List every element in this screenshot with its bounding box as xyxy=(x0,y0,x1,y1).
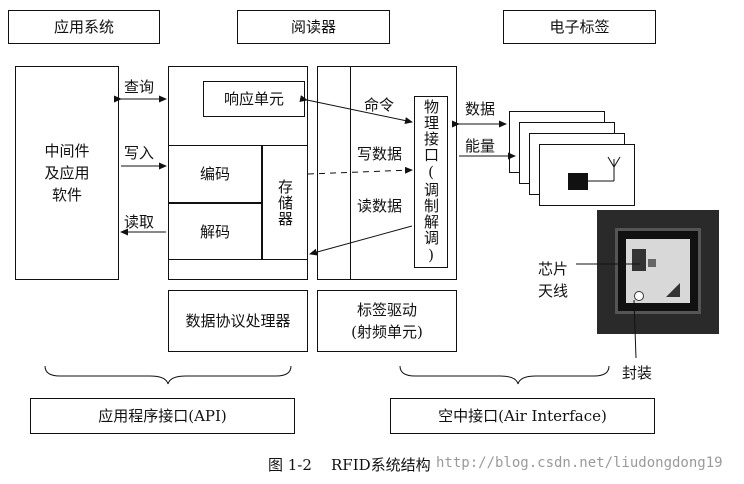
read-label: 读取 xyxy=(124,213,155,231)
header-tag: 电子标签 xyxy=(503,10,656,44)
driver-label-box: 标签驱动 (射频单元) xyxy=(317,290,457,352)
encode-box: 编码 xyxy=(168,145,262,203)
antenna-icon xyxy=(588,156,621,182)
header-reader: 阅读器 xyxy=(237,10,390,44)
storage-box: 存储器 xyxy=(262,145,308,260)
air-brace xyxy=(399,365,610,385)
physical-interface-box: 物理接口(调制解调) xyxy=(414,96,448,268)
watermark: http://blog.csdn.net/liudongdong19 xyxy=(436,455,723,471)
energy-label: 能量 xyxy=(465,137,496,155)
rfid-tag-photo xyxy=(597,210,719,334)
read-data-label: 读数据 xyxy=(357,197,403,215)
physical-interface-text: 物理接口(调制解调) xyxy=(422,99,440,265)
tag-inlay xyxy=(626,239,690,303)
figure-caption: 图 1-2 RFID系统结构 xyxy=(268,456,431,474)
antenna-corner xyxy=(666,283,680,297)
api-interface-text: 应用程序接口(API) xyxy=(98,407,227,425)
api-interface-box: 应用程序接口(API) xyxy=(30,398,295,434)
air-interface-box: 空中接口(Air Interface) xyxy=(390,398,655,434)
chip-pad xyxy=(648,259,656,267)
tag-card-front xyxy=(539,144,635,206)
header-app-system: 应用系统 xyxy=(8,10,160,44)
processor-label-text: 数据协议处理器 xyxy=(185,312,291,330)
read-data-arrow xyxy=(309,225,413,256)
middleware-box: 中间件 及应用 软件 xyxy=(15,66,119,280)
air-interface-text: 空中接口(Air Interface) xyxy=(438,407,607,425)
chip-antenna-label: 芯片 天线 xyxy=(538,260,569,300)
command-arrow xyxy=(299,95,413,124)
storage-text: 存储器 xyxy=(276,178,294,227)
encode-text: 编码 xyxy=(199,165,230,183)
chip-die xyxy=(632,249,646,271)
chip-icon xyxy=(568,173,588,190)
header-reader-text: 阅读器 xyxy=(290,18,336,36)
processor-label-box: 数据协议处理器 xyxy=(168,290,308,352)
header-tag-text: 电子标签 xyxy=(549,18,610,36)
driver-label-text: 标签驱动 (射频单元) xyxy=(351,301,423,341)
data-label: 数据 xyxy=(465,100,496,118)
api-brace xyxy=(44,365,292,385)
response-unit-text: 响应单元 xyxy=(223,90,284,108)
write-data-label: 写数据 xyxy=(357,145,403,163)
write-label: 写入 xyxy=(124,144,155,162)
decode-text: 解码 xyxy=(199,222,230,241)
middleware-text: 中间件 及应用 软件 xyxy=(44,142,90,204)
write-data-arrow xyxy=(307,166,413,175)
header-app-system-text: 应用系统 xyxy=(53,18,114,36)
response-unit-box: 响应单元 xyxy=(203,81,305,117)
tag-package-frame xyxy=(615,228,701,314)
tag-hole xyxy=(634,291,644,301)
decode-box: 解码 xyxy=(168,203,262,260)
package-pointer-line xyxy=(633,299,637,359)
query-label: 查询 xyxy=(124,78,155,96)
package-label: 封装 xyxy=(622,364,653,382)
